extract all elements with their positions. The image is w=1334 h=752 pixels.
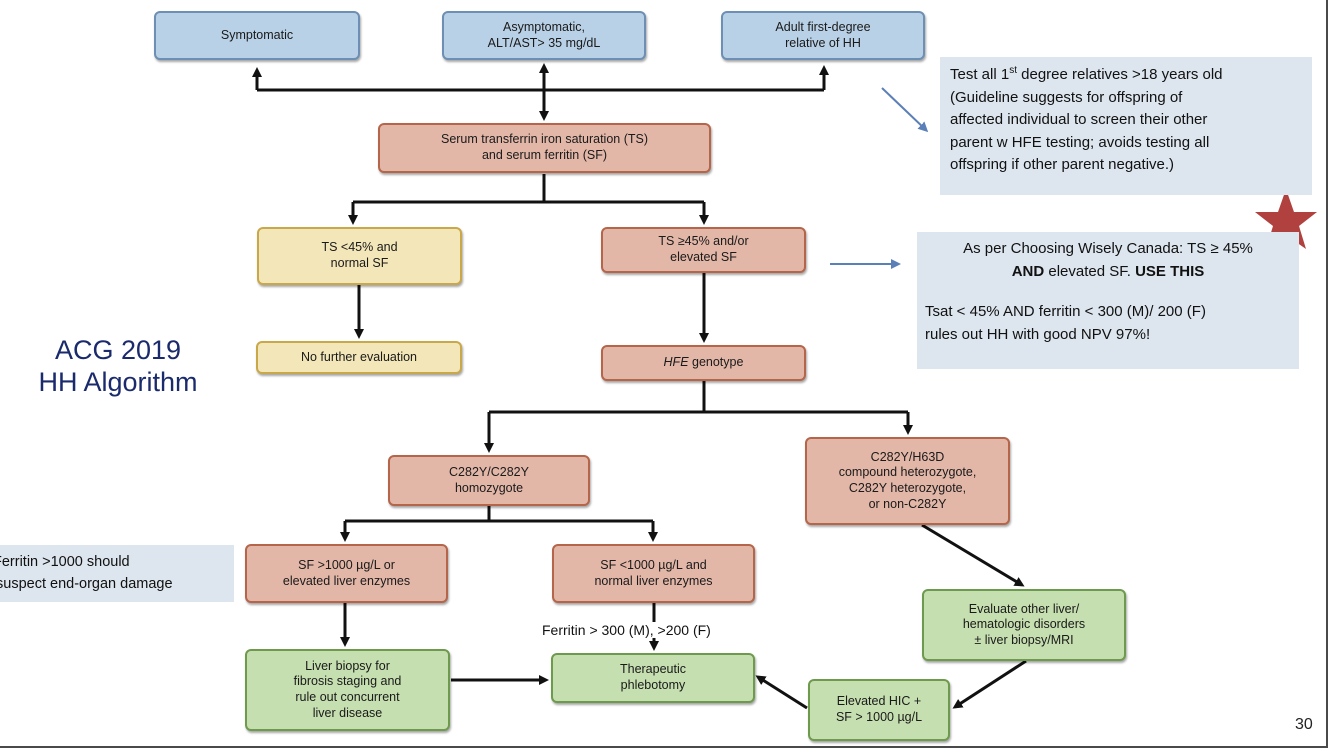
relatives-sup: st [1009,65,1017,76]
cw-line-2: AND elevated SF. USE THIS [925,261,1291,284]
note-choosing-wisely: As per Choosing Wisely Canada: TS ≥ 45% … [917,232,1299,369]
annotation-arrow-relatives [881,87,929,133]
ferritin-left-line-2: suspect end-organ damage [0,575,173,592]
connector-serum-split [353,174,704,204]
node-elevated-hic: Elevated HIC + SF > 1000 µg/L [808,679,950,741]
node-serum-testing: Serum transferrin iron saturation (TS) a… [378,123,711,173]
node-ts-elevated: TS ≥45% and/or elevated SF [601,227,806,273]
node-homozygote: C282Y/C282Y homozygote [388,455,590,506]
cw-line-3: Tsat < 45% AND ferritin < 300 (M)/ 200 (… [925,303,1206,320]
arrow-to-evaluate [921,523,1025,587]
node-first-degree-relative: Adult first-degree relative of HH [721,11,925,60]
node-symptomatic: Symptomatic [154,11,360,60]
title-line-2: HH Algorithm [38,367,198,398]
note-relatives-first-line: Test all 1st degree relatives >18 years … [950,63,1304,87]
node-liver-biopsy: Liver biopsy for fibrosis staging and ru… [245,649,450,731]
slide-title: ACG 2019 HH Algorithm [20,334,216,399]
cw-bold-use-this: USE THIS [1135,262,1205,280]
note-test-relatives: Test all 1st degree relatives >18 years … [940,57,1312,195]
relatives-pre: Test all 1 [950,66,1010,83]
label-ferritin-threshold: Ferritin > 300 (M), >200 (F) [540,622,713,638]
node-therapeutic-phlebotomy: Therapeutic phlebotomy [551,653,755,703]
note-relatives-detail: (Guideline suggests for offspring of aff… [950,88,1210,174]
cw-bold-and: AND [1011,262,1045,280]
ferritin-left-line-1: Ferritin >1000 should [0,554,130,570]
arrow-to-hic [952,659,1027,709]
connector-hfe-split [489,381,908,414]
page-number: 30 [1295,716,1313,733]
relatives-post: degree relatives >18 years old [1016,66,1223,83]
node-asymptomatic: Asymptomatic, ALT/AST> 35 mg/dL [442,11,646,60]
note-ferritin-end-organ: Ferritin >1000 should suspect end-organ … [0,545,234,602]
cw-mid: elevated SF. [1044,262,1136,280]
node-sf-high: SF >1000 µg/L or elevated liver enzymes [245,544,448,603]
cw-line-4: rules out HH with good NPV 97%! [925,325,1151,343]
title-line-1: ACG 2019 [54,335,182,365]
arrow-hic-to-phlebotomy [755,675,808,710]
hfe-italic: HFE [663,355,689,370]
connector-homozygote-split [345,506,653,523]
node-no-further-evaluation: No further evaluation [256,341,462,374]
node-compound-heterozygote: C282Y/H63D compound heterozygote, C282Y … [805,437,1010,525]
node-sf-low: SF <1000 µg/L and normal liver enzymes [552,544,755,603]
star-icon [1255,189,1317,249]
node-ts-normal: TS <45% and normal SF [257,227,462,285]
node-evaluate-other-disorders: Evaluate other liver/ hematologic disord… [922,589,1126,661]
cw-line-1: As per Choosing Wisely Canada: TS ≥ 45% [963,240,1253,257]
hfe-rest: genotype [688,355,744,370]
node-hfe-genotype: HFE genotype [601,345,806,381]
